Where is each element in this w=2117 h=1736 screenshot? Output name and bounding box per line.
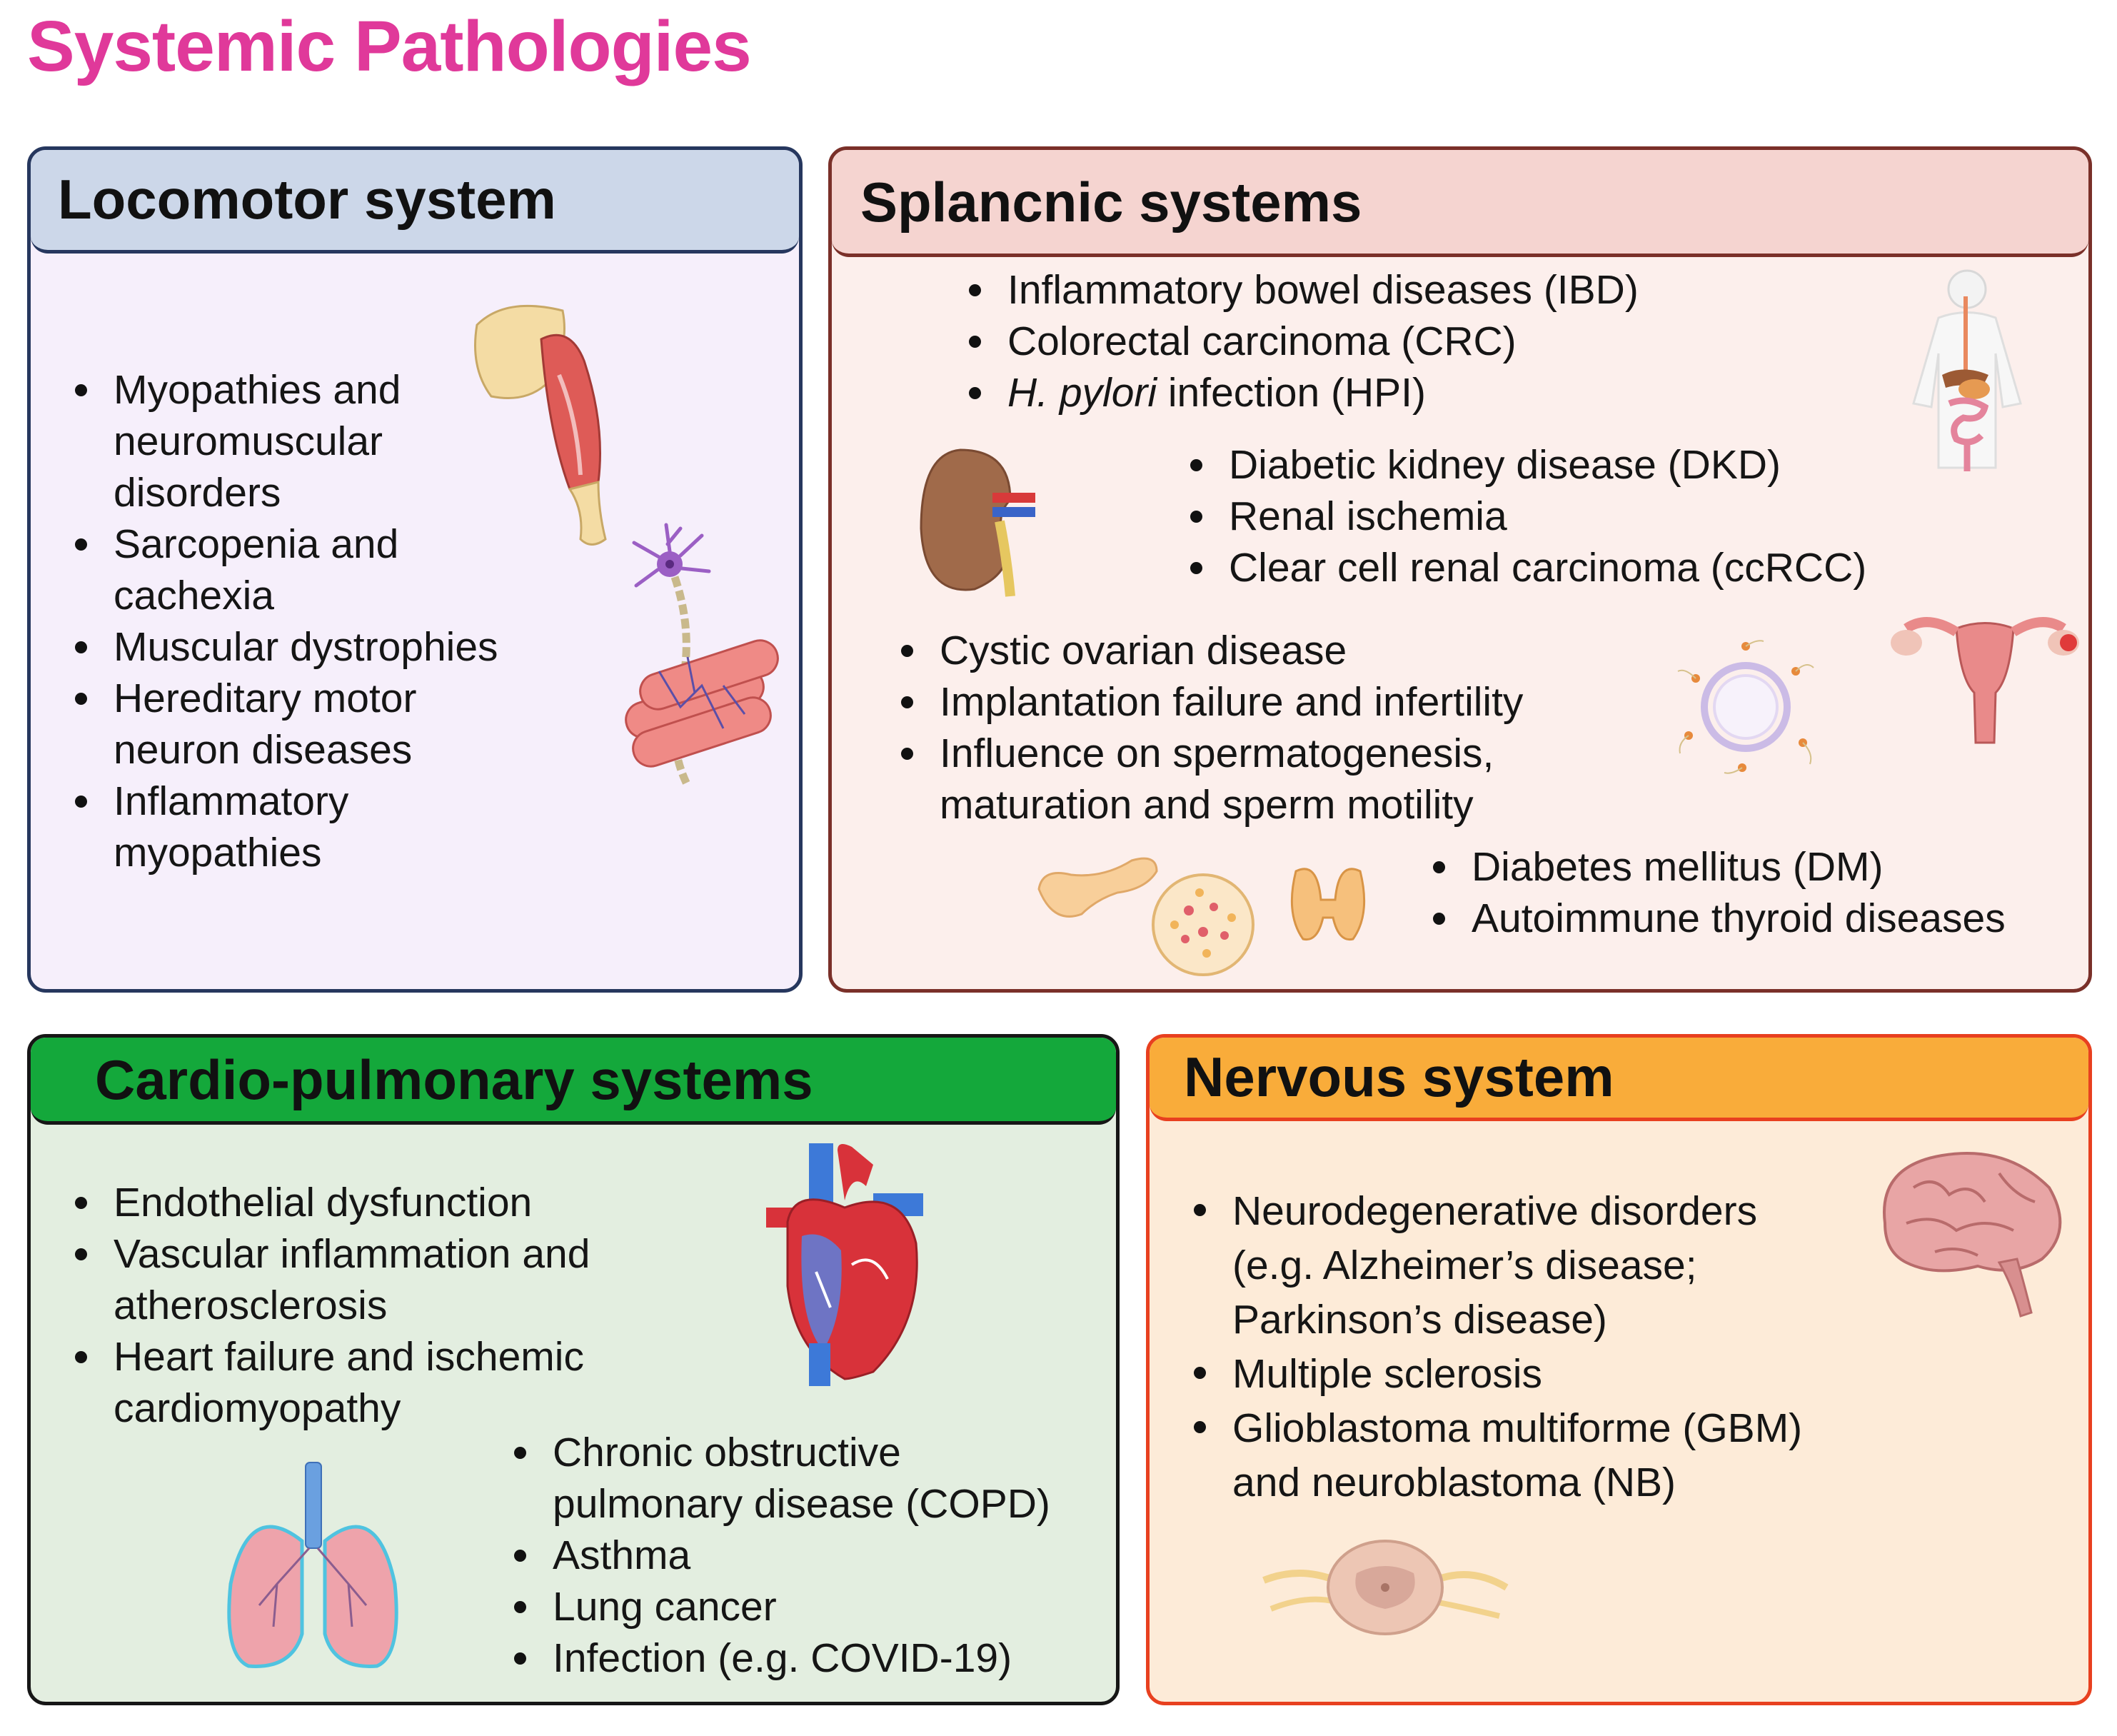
locomotor-panel: Locomotor system Myopathies and neuromus… [27,146,803,993]
splanchnic-panel: Splancnic systems Inflammatory bowel dis… [828,146,2092,993]
figure-title: Systemic Pathologies [27,6,752,86]
nervous-header: Nervous system [1150,1038,2088,1121]
cardio-panel: Cardio-pulmonary systems Endothelial dys… [27,1034,1120,1705]
heart-icon [766,1143,923,1386]
nervous-panel: Nervous system Neurodegenerative disorde… [1146,1034,2092,1705]
oocyte-sperm-icon [1677,640,1814,774]
list-item: H. pylori infection (HPI) [960,367,1639,418]
list-item: Heart failure and ischemic cardiomyopath… [66,1331,590,1434]
cardiac-list: Endothelial dysfunction Vascular inflamm… [66,1177,590,1434]
list-item: Muscular dystrophies [66,621,580,673]
splanchnic-header: Splancnic systems [832,150,2088,257]
list-item: Endothelial dysfunction [66,1177,590,1228]
locomotor-list: Myopathies and neuromuscular disorders S… [66,364,580,878]
islet-icon [1152,873,1254,976]
locomotor-title: Locomotor system [58,168,556,231]
list-item: Vascular inflammation and atherosclerosi… [66,1228,590,1331]
uterus-icon [1891,617,2079,744]
list-item: Cystic ovarian disease [892,625,1523,676]
list-item: Implantation failure and infertility [892,676,1523,728]
thyroid-icon [1290,868,1366,941]
renal-list: Diabetic kidney disease (DKD) Renal isch… [1182,439,1866,593]
hpylori-label: infection (HPI) [1157,370,1427,416]
hpylori-italic: H. pylori [1007,370,1157,416]
arm-muscle-icon [474,304,607,546]
list-item: Sarcopenia and cachexia [66,518,580,621]
brain-icon [1883,1152,2062,1318]
digestive-list: Inflammatory bowel diseases (IBD) Colore… [960,264,1639,418]
list-item: Colorectal carcinoma (CRC) [960,316,1639,367]
cardio-header: Cardio-pulmonary systems [31,1038,1116,1125]
locomotor-header: Locomotor system [31,150,799,254]
list-item: Multiple sclerosis [1185,1347,1802,1401]
list-item: Renal ischemia [1182,491,1866,542]
list-item: Diabetic kidney disease (DKD) [1182,439,1866,491]
list-item: Lung cancer [506,1581,1050,1632]
list-item: Asthma [506,1530,1050,1581]
list-item: Infection (e.g. COVID-19) [506,1632,1050,1684]
muscle-fiber-icon [625,639,779,768]
pancreas-icon [1037,857,1158,918]
list-item: Hereditary motor neuron diseases [66,673,580,776]
list-item: Glioblastoma multiforme (GBM) and neurob… [1185,1401,1802,1510]
list-item: Clear cell renal carcinoma (ccRCC) [1182,542,1866,593]
nervous-list: Neurodegenerative disorders (e.g. Alzhei… [1185,1184,1802,1510]
endocrine-list: Diabetes mellitus (DM) Autoimmune thyroi… [1424,841,2006,944]
pulmonary-list: Chronic obstructive pulmonary disease (C… [506,1427,1050,1684]
kidney-icon [920,448,1035,597]
spinal-cord-icon [1262,1540,1509,1635]
list-item: Inflammatory bowel diseases (IBD) [960,264,1639,316]
list-item: Diabetes mellitus (DM) [1424,841,2006,893]
list-item: Influence on spermatogenesis, maturation… [892,728,1523,831]
list-item: Neurodegenerative disorders (e.g. Alzhei… [1185,1184,1802,1347]
list-item: Autoimmune thyroid diseases [1424,893,2006,944]
reproductive-list: Cystic ovarian disease Implantation fail… [892,625,1523,831]
lungs-icon [227,1462,398,1668]
cardio-title: Cardio-pulmonary systems [95,1048,813,1111]
nervous-title: Nervous system [1184,1045,1614,1108]
list-item: Inflammatory myopathies [66,776,580,878]
splanchnic-title: Splancnic systems [860,171,1362,234]
list-item: Myopathies and neuromuscular disorders [66,364,580,518]
list-item: Chronic obstructive pulmonary disease (C… [506,1427,1050,1530]
digestive-system-icon [1912,269,2022,471]
